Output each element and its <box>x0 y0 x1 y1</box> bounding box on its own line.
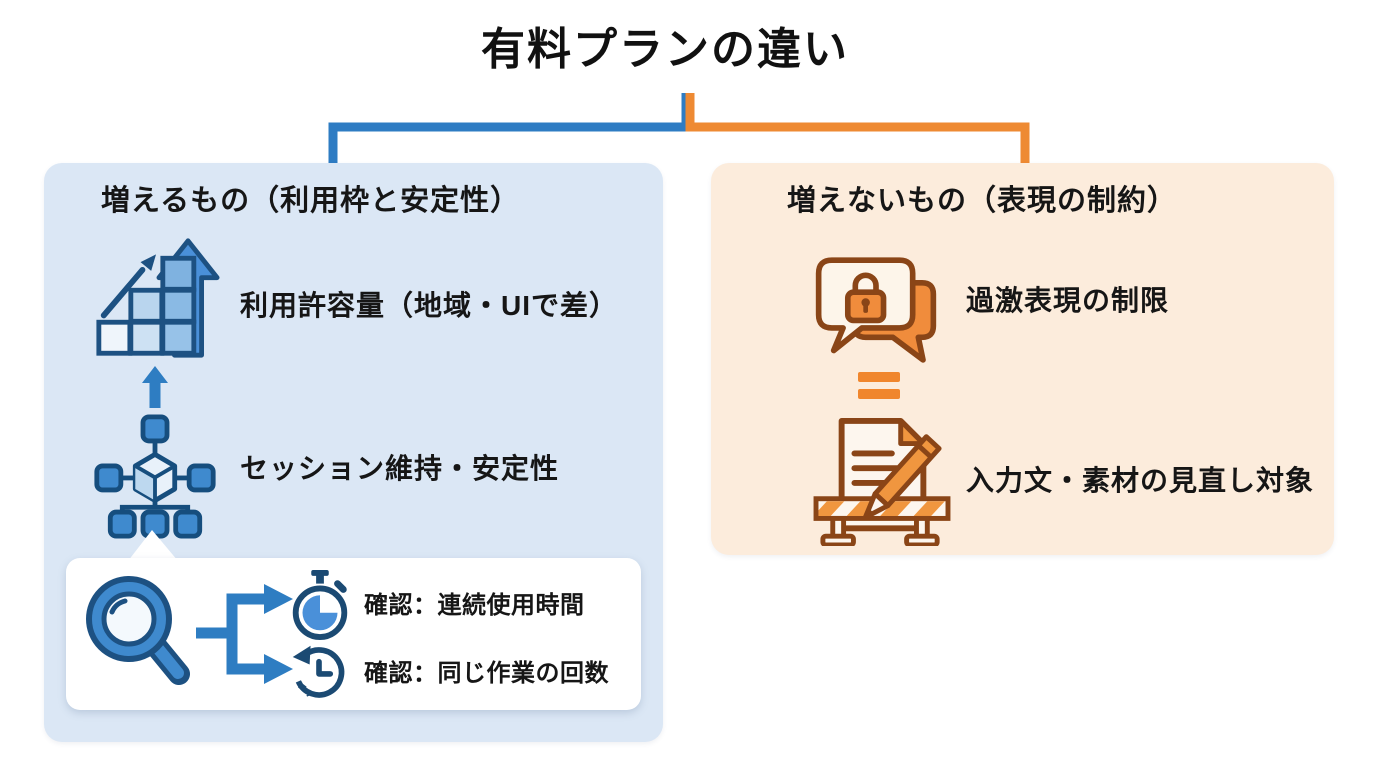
network-hierarchy-icon <box>94 414 216 539</box>
left-item-1-label: 利用許容量（地域・UIで差） <box>240 290 619 321</box>
right-item-2-label: 入力文・素材の見直し対象 <box>966 465 1315 496</box>
callout-item-1-label: 確認：連続使用時間 <box>364 592 585 619</box>
growth-chart-icon <box>96 238 220 358</box>
branch-arrows-icon <box>196 584 293 684</box>
chat-lock-icon <box>815 257 937 363</box>
document-review-icon <box>813 417 951 546</box>
left-panel-increases: 増えるもの（利用枠と安定性） 利用許容量（地域・UIで差） <box>44 163 663 742</box>
equals-icon <box>858 372 900 399</box>
orange-connector-line <box>685 93 1030 164</box>
stopwatch-icon <box>292 570 348 640</box>
blue-connector-line <box>328 93 691 164</box>
page-title: 有料プランの違い <box>481 25 849 74</box>
left-item-2-label: セッション維持・安定性 <box>240 453 560 484</box>
right-panel-header: 増えないもの（表現の制約） <box>787 185 1178 217</box>
callout-pointer <box>128 530 178 561</box>
magnifier-icon <box>86 576 190 685</box>
history-clock-icon <box>292 645 345 698</box>
left-panel-header: 増えるもの（利用枠と安定性） <box>101 185 521 217</box>
usage-check-callout: 確認：連続使用時間 確認：同じ作業の回数 <box>66 558 641 710</box>
right-panel-no-increase: 増えないもの（表現の制約） 過激表現の制限 <box>711 163 1334 555</box>
up-arrow-icon <box>142 366 168 408</box>
right-item-1-label: 過激表現の制限 <box>966 285 1170 316</box>
callout-item-2-label: 確認：同じ作業の回数 <box>364 660 609 687</box>
